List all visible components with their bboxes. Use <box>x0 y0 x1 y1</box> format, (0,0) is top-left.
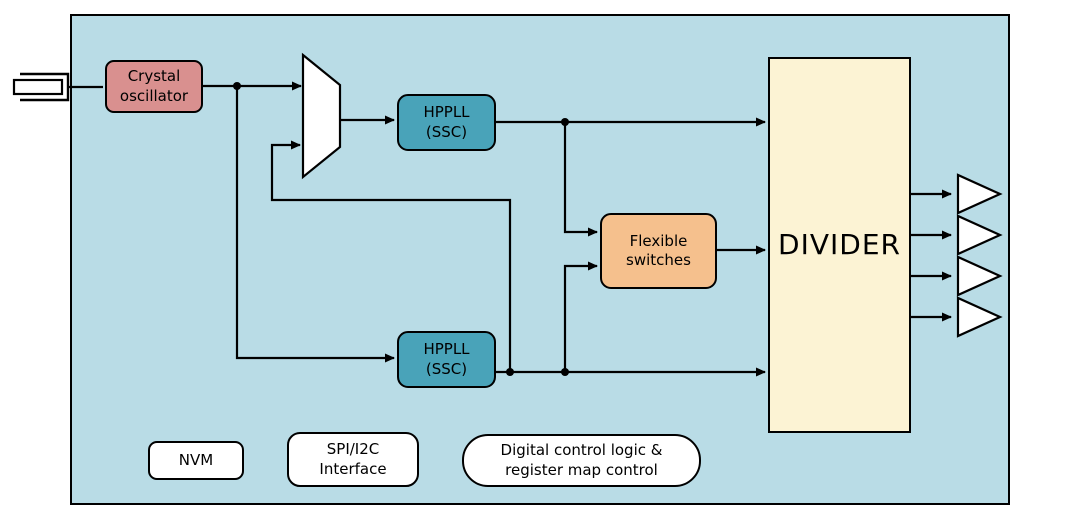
hppll-top-block: HPPLL (SSC) <box>397 94 496 151</box>
junction-dot <box>233 82 241 90</box>
output-buffer-icon-1 <box>956 173 1003 215</box>
digital-control-label: Digital control logic & register map con… <box>500 441 663 479</box>
output-buffer-icon-2 <box>956 214 1003 256</box>
wire-hppll-bottom-to-switches <box>563 261 598 372</box>
hppll-bottom-block: HPPLL (SSC) <box>397 331 496 388</box>
flexible-switches-label: Flexible switches <box>626 231 691 269</box>
nvm-label: NVM <box>178 450 214 469</box>
junction-dot <box>506 368 514 376</box>
junction-dot <box>561 368 569 376</box>
crystal-oscillator-label: Crystal oscillator <box>119 67 189 105</box>
hppll-bottom-label: HPPLL (SSC) <box>423 340 470 378</box>
crystal-symbol-icon <box>12 72 103 102</box>
flexible-switches-block: Flexible switches <box>600 213 717 289</box>
wire-hppll-top-to-switches <box>563 122 598 237</box>
nvm-block: NVM <box>148 441 244 480</box>
hppll-top-label: HPPLL (SSC) <box>423 103 470 141</box>
junction-dot <box>561 118 569 126</box>
crystal-body <box>12 78 64 96</box>
spi-i2c-interface-block: SPI/I2C Interface <box>287 432 419 487</box>
output-buffer-icon-3 <box>956 255 1003 297</box>
wire-oscillator-to-hppll-bottom <box>235 86 395 363</box>
output-buffer-icon-4 <box>956 296 1003 338</box>
crystal-oscillator-block: Crystal oscillator <box>105 60 203 113</box>
wire-hppll-bottom-feedback-to-mux <box>270 140 512 372</box>
spi-i2c-interface-label: SPI/I2C Interface <box>319 440 387 478</box>
divider-block: DIVIDER <box>768 57 911 433</box>
digital-control-block: Digital control logic & register map con… <box>462 434 701 487</box>
mux-icon <box>301 52 342 180</box>
divider-label: DIVIDER <box>778 228 901 262</box>
